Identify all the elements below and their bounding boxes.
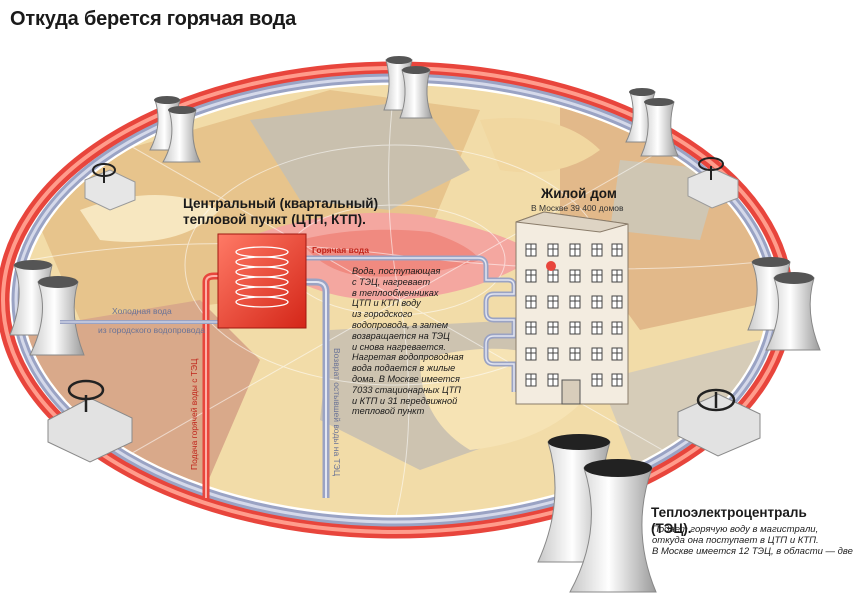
page-title: Откуда берется горячая вода [10,8,297,30]
description-line: ЦТП и КТП воду [352,298,421,309]
description-line: возвращается на ТЭЦ [352,330,450,341]
cold-water-label-1: Холодная вода [112,306,172,316]
heat-exchanger-coil [235,246,289,308]
heating-point-box [217,233,307,329]
cooling-towers-left [9,260,85,356]
tec-desc-line: Подает горячую воду в магистрали, [652,524,819,535]
tec-desc-line: откуда она поступает в ЦТП и КТП. [652,535,819,546]
process-description: Вода, поступающая с ТЭЦ, нагревает в теп… [352,266,472,417]
description-line: с ТЭЦ, нагревает [352,276,431,287]
cooling-towers-top [383,56,433,119]
description-line: в теплообменниках [352,287,439,298]
description-line: 7033 стационарных ЦТП [352,384,461,395]
description-line: водопровода, а затем [352,319,449,330]
valve-box [687,157,739,209]
house-title: Жилой дом [541,186,617,201]
description-line: из городского [352,309,413,320]
hot-water-label: Горячая вода [312,245,369,255]
hot-water-pipe [296,255,517,392]
description-line: Нагретая водопроводная [352,352,464,363]
description-line: и КТП и 31 передвижной [352,395,458,406]
supply-pipe-label: Подача горячей воды с ТЭЦ [189,358,199,470]
supply-pipe [202,272,232,498]
description-line: Вода, поступающая [352,266,441,276]
description-line: дома. В Москве имеется [352,373,460,384]
ctp-title-line1: Центральный (квартальный) [183,196,379,211]
description-line: и снова нагревается. [352,341,446,352]
valve-box [47,379,133,463]
house-count: В Москве 39 400 домов [531,203,624,213]
description-line: тепловой пункт [352,406,425,417]
cooling-towers-right-top [625,88,679,157]
residential-building [515,211,629,405]
return-pipe-label: Возврат остывшей воды на ТЭЦ [332,348,342,477]
ctp-title: Центральный (квартальный) тепловой пункт… [183,196,378,228]
description-line: вода подается в жилые [352,363,456,374]
cooling-towers-left-top [149,96,201,163]
tec-description: Подает горячую воду в магистрали, откуда… [652,524,853,557]
cold-water-label-2: из городского водопровода [98,325,206,335]
tec-title: Теплоэлектроцентраль (ТЭЦ). [651,505,807,536]
ctp-title-line2: тепловой пункт (ЦТП, КТП). [183,212,366,227]
valve-box [677,388,761,457]
cooling-towers-right [747,257,821,351]
return-pipe [300,278,330,498]
valve-box [84,163,136,211]
cooling-towers-tec [537,434,657,593]
tec-desc-line: В Москве имеется 12 ТЭЦ, в области — две [652,546,853,557]
